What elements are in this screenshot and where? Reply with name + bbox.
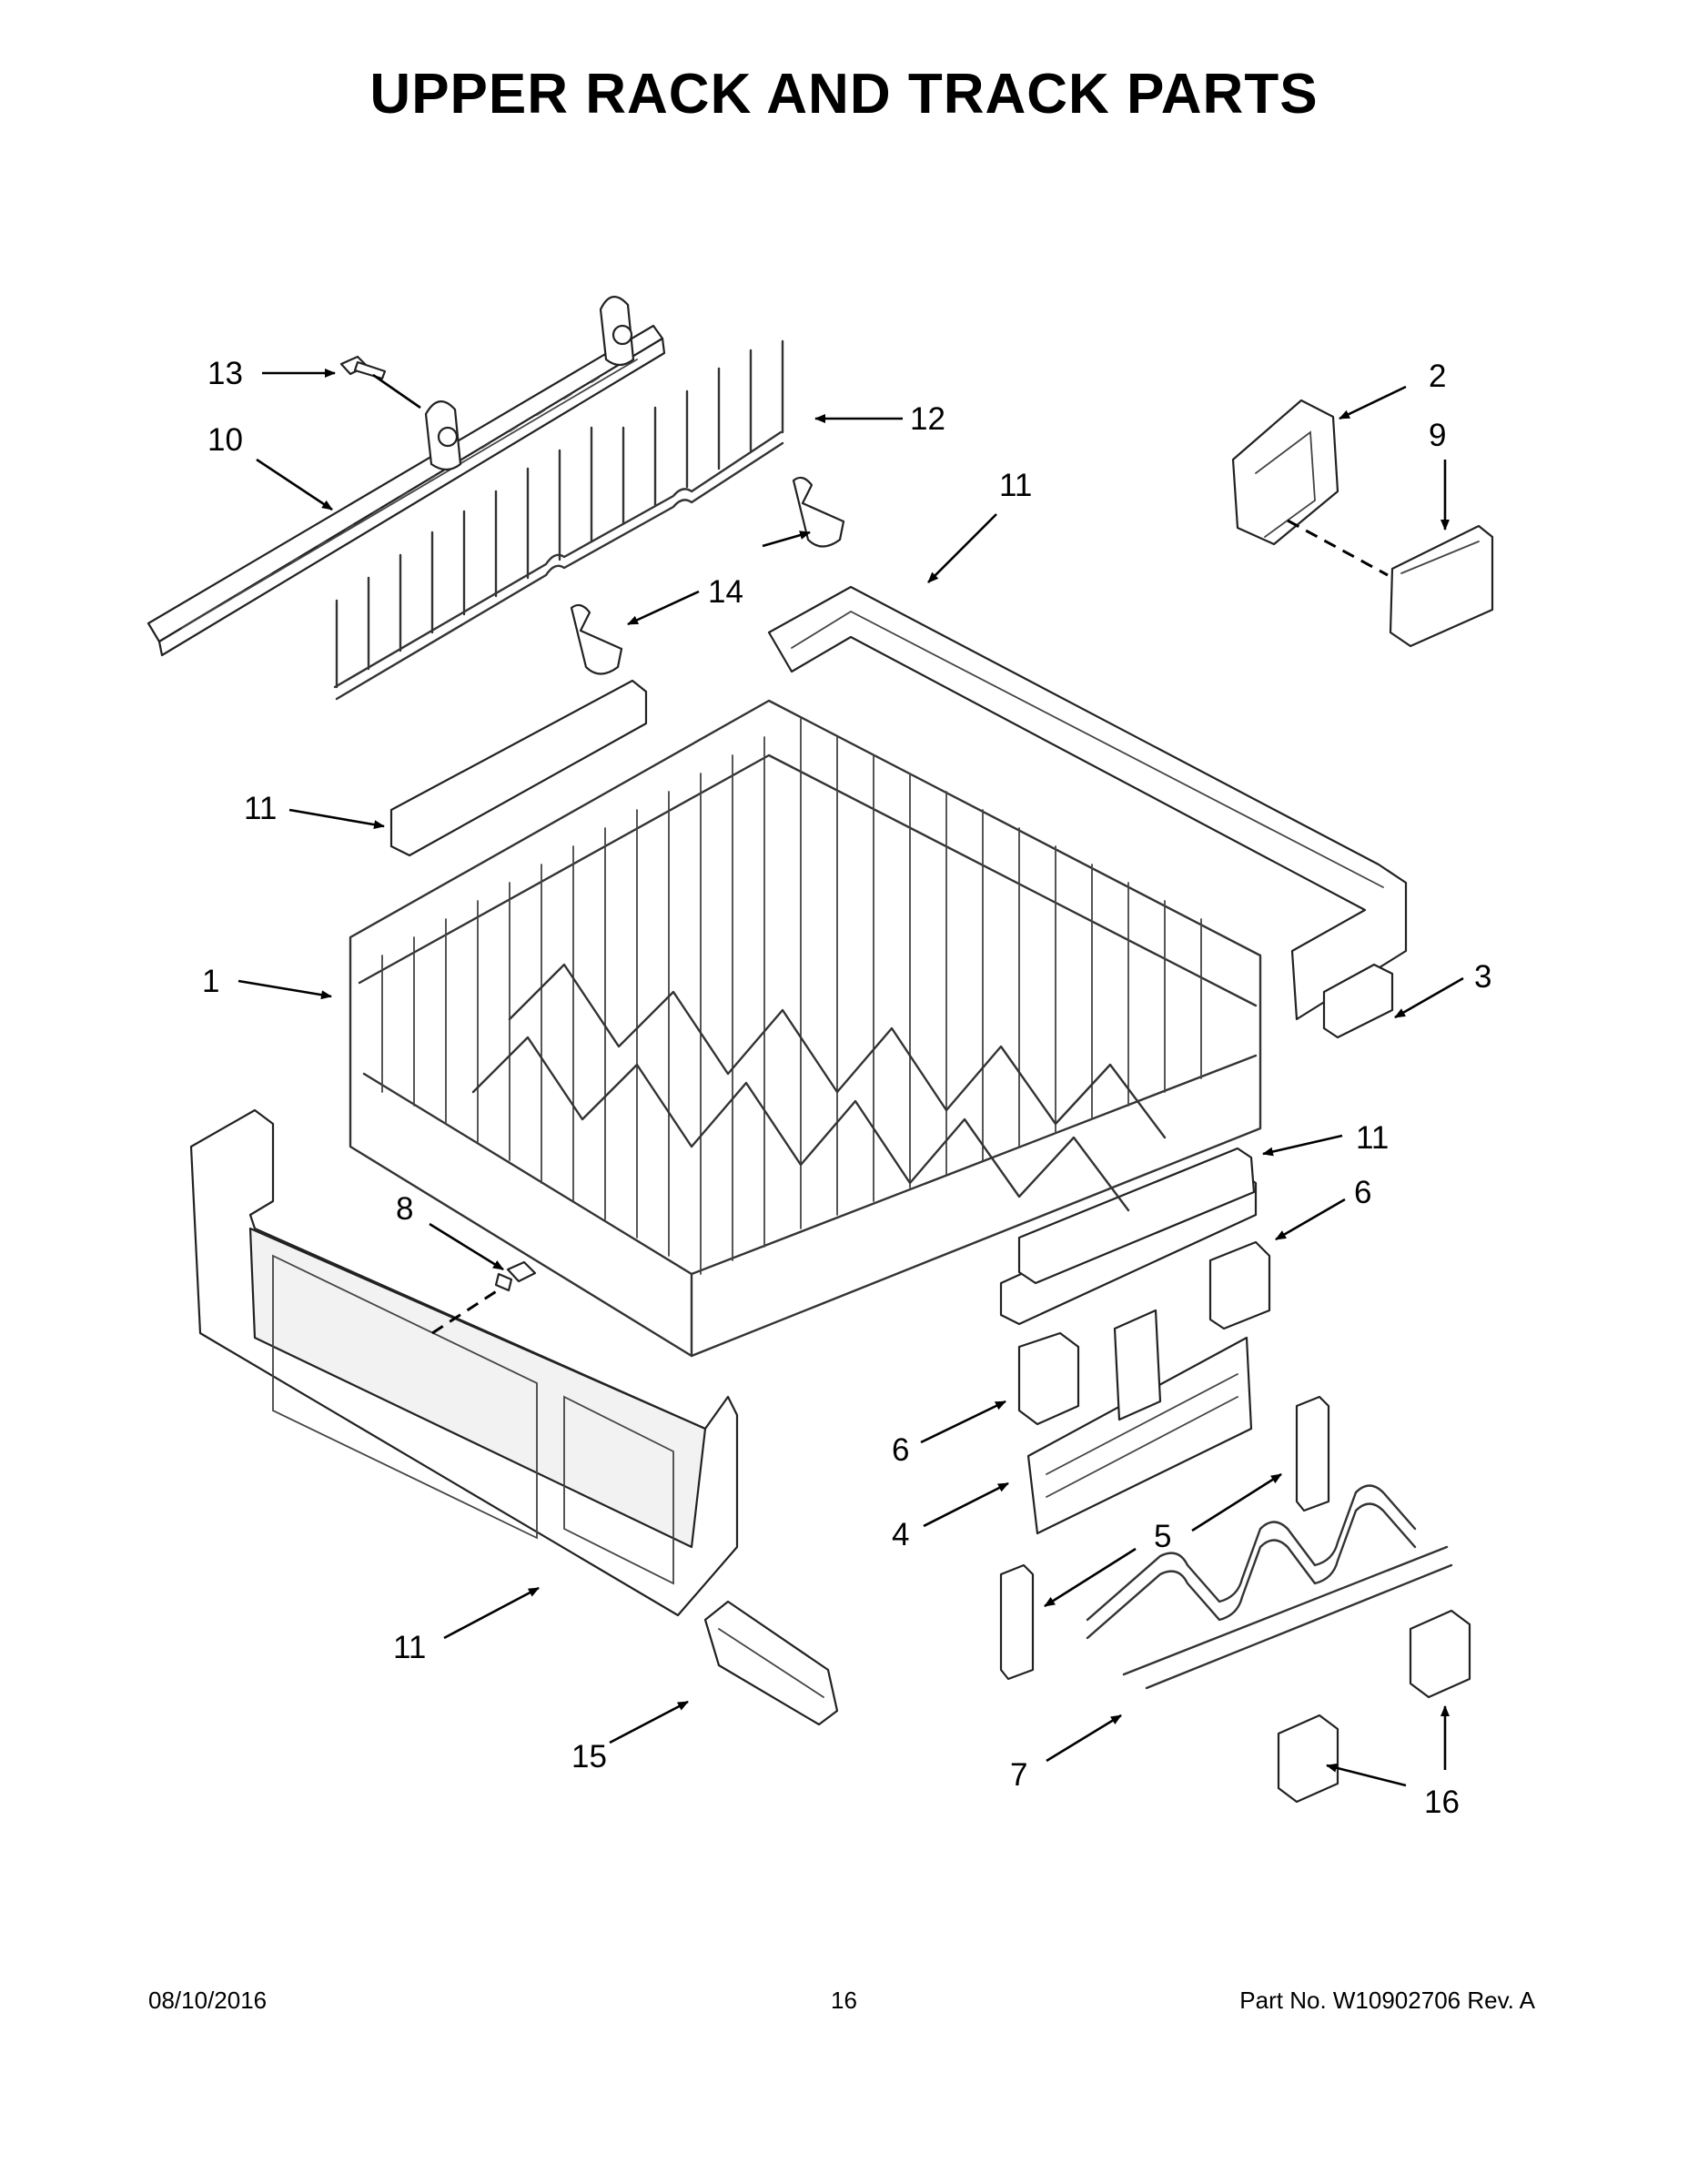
rail-cover-small-part [1017,1147,1256,1285]
front-handle-part [189,1108,739,1617]
clip-part [570,476,845,675]
rack-adjuster-part [1026,1309,1253,1535]
cup-shelf-part [1086,1484,1453,1690]
rail-cover-left-part [389,679,648,857]
callout-12: 12 [910,401,945,437]
cover-part [1389,524,1494,648]
callout-10: 10 [207,422,243,458]
callout-13: 13 [207,356,243,391]
bracket-part [1231,399,1339,546]
callout-9: 9 [1429,418,1446,453]
slide-part [999,1395,1330,1681]
callout-11-left: 11 [244,791,277,826]
callout-11-top: 11 [999,468,1032,503]
rack-adjuster-bracket-part [703,1600,839,1726]
callout-8: 8 [396,1191,413,1227]
track-rail-part [147,296,666,657]
handle-screw-part [494,1260,537,1292]
footer-page-number: 16 [831,1987,857,2014]
page-title: UPPER RACK AND TRACK PARTS [369,63,1319,126]
screw-part [339,355,387,380]
callout-4: 4 [892,1517,909,1552]
callout-14: 14 [708,574,743,610]
footer-part-number: Part No. W10902706 Rev. A [1239,1987,1535,2014]
clip-6-part [1017,1240,1271,1426]
tine-row-part [333,339,784,701]
callout-5: 5 [1154,1519,1171,1554]
callout-6-left: 6 [892,1432,909,1468]
callout-3: 3 [1474,959,1491,995]
callout-6-right: 6 [1354,1175,1371,1210]
callout-2: 2 [1429,359,1446,394]
callout-7: 7 [1010,1757,1027,1793]
rack-rail-cover-part [767,585,1408,1021]
callout-labels: 13 10 12 2 9 11 14 11 1 3 11 8 6 6 4 5 1… [202,356,1491,1820]
leader-lines [238,369,1464,1787]
callout-15: 15 [571,1739,607,1774]
small-clip-part [1322,963,1394,1039]
callout-16: 16 [1424,1785,1460,1820]
clip-16-part [1277,1609,1471,1804]
callout-11-right: 11 [1356,1120,1389,1156]
callout-11-bottom: 11 [393,1630,426,1665]
callout-1: 1 [202,964,219,999]
upper-rack-basket-part [349,699,1262,1358]
footer-date: 08/10/2016 [148,1987,268,2014]
